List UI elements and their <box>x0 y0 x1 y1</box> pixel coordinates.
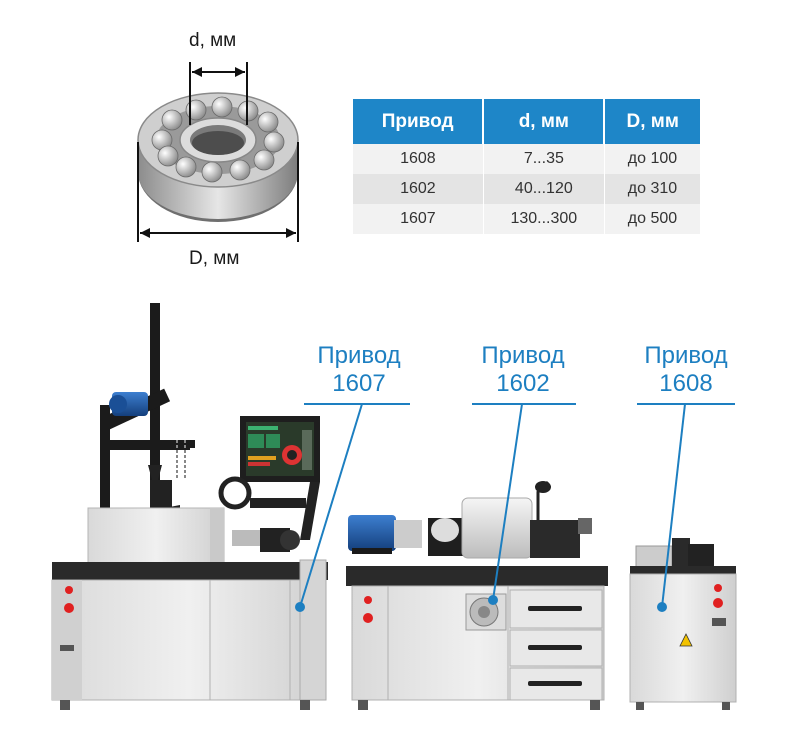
callout-1607-label: Привод <box>317 342 401 369</box>
table-cell: 1602 <box>353 174 484 204</box>
callout-1607-number: 1607 <box>332 370 386 397</box>
table-header-inner-diameter: d, мм <box>483 99 606 144</box>
callout-1607-rule <box>304 403 410 405</box>
table-header-row: Привод d, мм D, мм <box>353 99 700 144</box>
table-row: 1602 40...120 до 310 <box>353 174 700 204</box>
callout-1608-label: Привод <box>644 342 728 369</box>
table-row: 1608 7...35 до 100 <box>353 144 700 174</box>
table-cell: до 310 <box>604 174 700 204</box>
callout-1608-rule <box>637 403 735 405</box>
table-cell: 40...120 <box>483 174 605 204</box>
table-header-drive: Привод <box>353 99 485 144</box>
callout-drive-1602: Привод 1602 <box>461 342 585 398</box>
callout-1602-number: 1602 <box>496 370 550 397</box>
inner-diameter-label: d, мм <box>189 30 237 51</box>
callout-drive-1607: Привод 1607 <box>297 342 421 398</box>
table-header-outer-diameter: D, мм <box>604 99 700 144</box>
bearing-illustration <box>137 62 299 242</box>
machine-1608 <box>629 538 737 710</box>
outer-diameter-label: D, мм <box>189 248 240 269</box>
table-cell: до 500 <box>604 204 700 234</box>
callout-1602-label: Привод <box>481 342 565 369</box>
callout-1602-rule <box>472 403 576 405</box>
machine-1607 <box>51 303 328 710</box>
callout-drive-1608: Привод 1608 <box>624 342 748 398</box>
table-cell: 7...35 <box>483 144 605 174</box>
table-cell: 1607 <box>353 204 484 234</box>
table-cell: 130...300 <box>483 204 605 234</box>
callout-1608-number: 1608 <box>659 370 713 397</box>
machine-1602 <box>346 480 608 710</box>
table-row: 1607 130...300 до 500 <box>353 204 700 234</box>
table-cell: 1608 <box>353 144 484 174</box>
drive-spec-table: Привод d, мм D, мм 1608 7...35 до 100 16… <box>353 99 700 234</box>
table-cell: до 100 <box>604 144 700 174</box>
